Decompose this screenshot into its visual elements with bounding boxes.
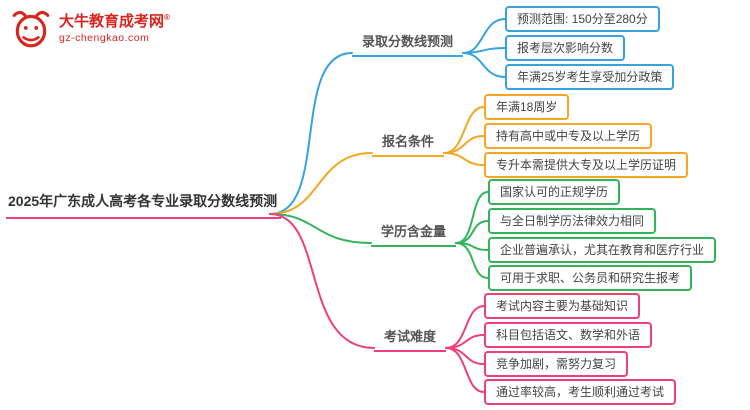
leaf-node: 企业普遍承认，尤其在教育和医疗行业 <box>488 237 717 263</box>
branch-enrollment-conditions: 报名条件 <box>372 131 445 157</box>
leaf-node: 可用于求职、公务员和研究生报考 <box>488 265 693 291</box>
leaf-node: 持有高中或中专及以上学历 <box>484 123 653 149</box>
branch-score-prediction: 录取分数线预测 <box>352 31 464 57</box>
logo-name: 大牛教育成考网® <box>59 13 170 32</box>
logo-name-text: 大牛教育成考网 <box>59 13 165 31</box>
logo-url: gz-chengkao.com <box>59 31 150 44</box>
logo-trademark: ® <box>164 13 170 23</box>
leaf-node: 年满18周岁 <box>484 94 570 120</box>
leaf-node: 预测范围: 150分至280分 <box>505 6 660 32</box>
leaf-node: 竞争加剧，需努力复习 <box>484 351 629 377</box>
leaf-node: 专升本需提供大专及以上学历证明 <box>484 152 689 178</box>
logo: 大牛教育成考网® gz-chengkao.com <box>10 8 170 50</box>
logo-texts: 大牛教育成考网® gz-chengkao.com <box>59 13 170 45</box>
bull-icon <box>10 8 52 50</box>
leaf-node: 年满25岁考生享受加分政策 <box>505 64 675 90</box>
branch-degree-value: 学历含金量 <box>371 221 457 247</box>
leaf-node: 国家认可的正规学历 <box>488 179 621 205</box>
leaf-node: 通过率较高，考生顺利通过考试 <box>484 379 677 405</box>
leaf-node: 报考层次影响分数 <box>505 35 626 61</box>
leaf-node: 科目包括语文、数学和外语 <box>484 322 653 348</box>
leaf-node: 与全日制学历法律效力相同 <box>488 208 657 234</box>
branch-exam-difficulty: 考试难度 <box>374 326 447 352</box>
root-topic: 2025年广东成人高考各专业录取分数线预测 <box>6 191 282 219</box>
leaf-node: 考试内容主要为基础知识 <box>484 293 641 319</box>
